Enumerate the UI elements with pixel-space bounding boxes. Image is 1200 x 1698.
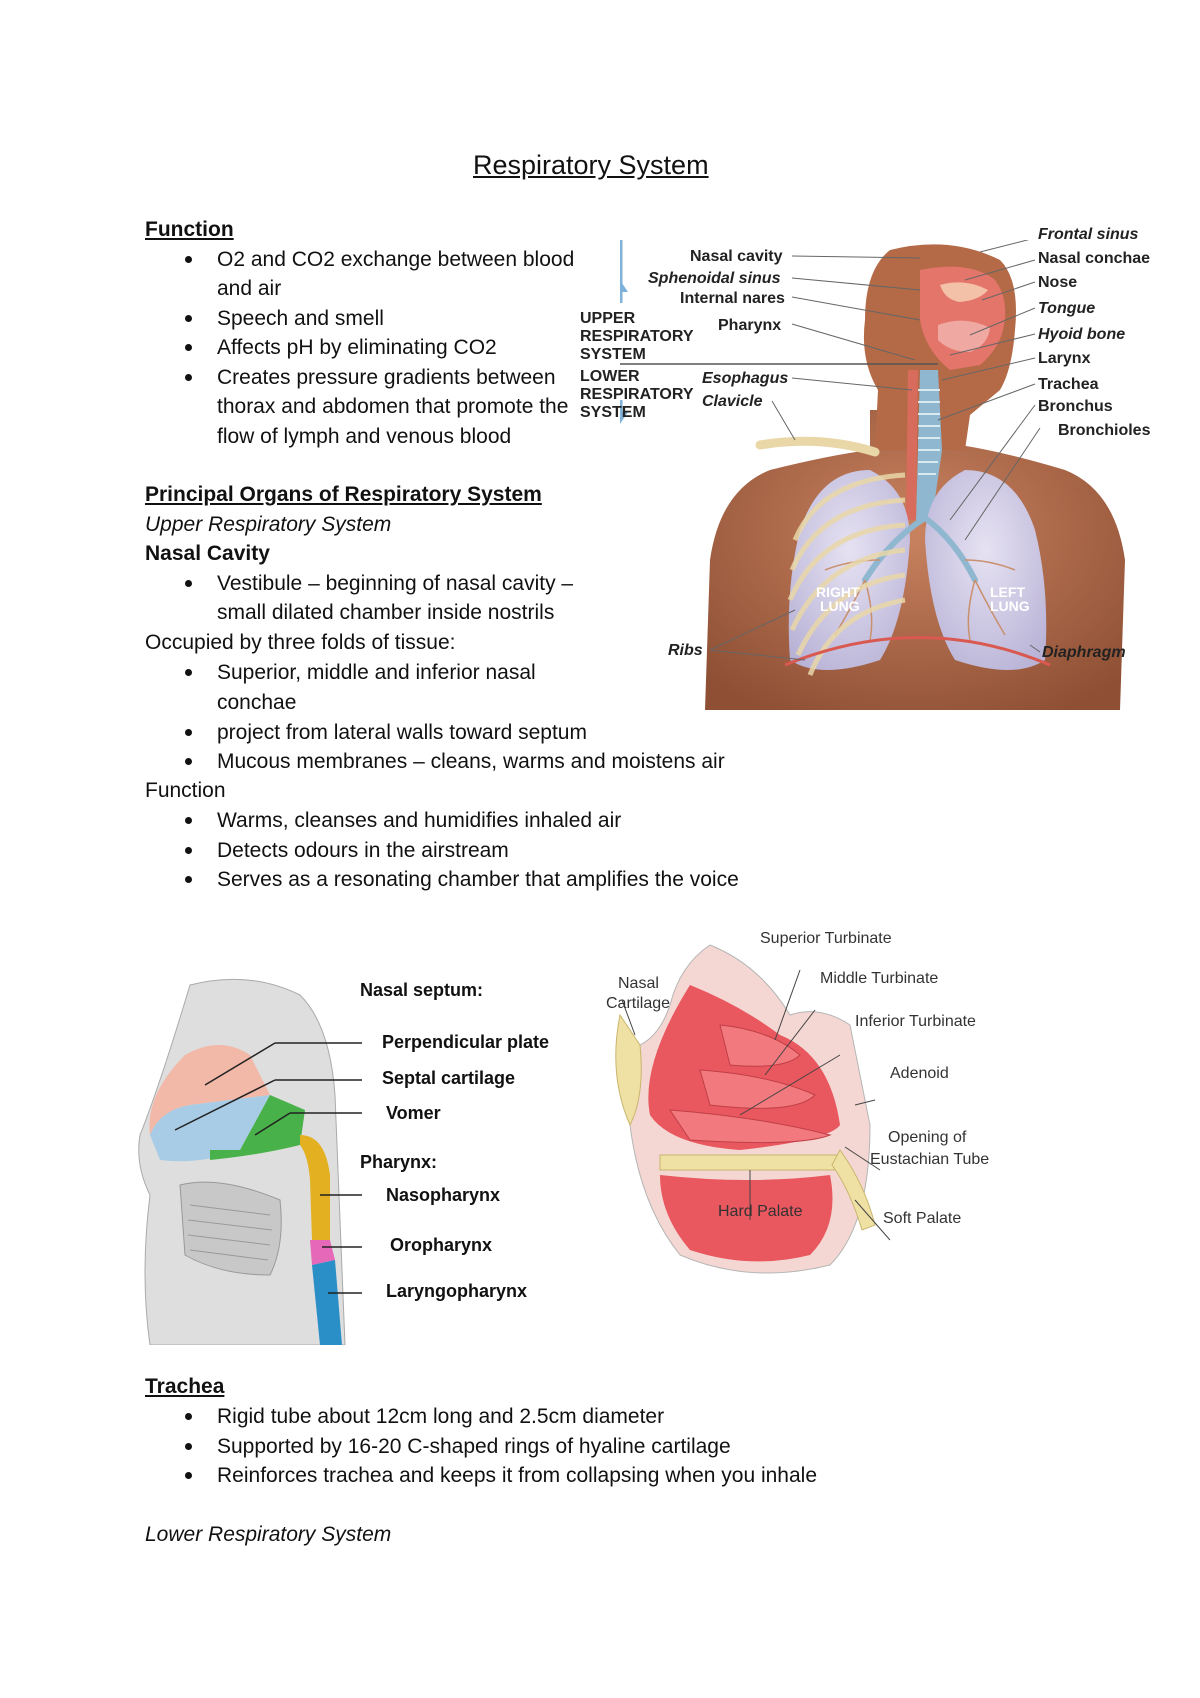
bullet-icon — [185, 315, 192, 322]
trachea-item: Rigid tube about 12cm long and 2.5cm dia… — [217, 1405, 665, 1428]
label-internal-nares: Internal nares — [680, 290, 785, 307]
bullet-icon — [185, 729, 192, 736]
trachea-item: Reinforces trachea and keeps it from col… — [217, 1464, 818, 1487]
function-item-cont: and air — [217, 277, 282, 300]
bullet-icon — [185, 817, 192, 824]
nasal-function-item: Warms, cleanses and humidifies inhaled a… — [217, 809, 622, 832]
turbinates-figure: Superior Turbinate Middle Turbinate Infe… — [600, 925, 1040, 1305]
label-hyoid-bone: Hyoid bone — [1038, 326, 1126, 343]
fold-item: Mucous membranes – cleans, warms and moi… — [217, 750, 725, 773]
label-ribs: Ribs — [668, 642, 703, 659]
label-opening-eustachian-1: Opening of — [888, 1129, 967, 1146]
label-adenoid: Adenoid — [890, 1065, 949, 1082]
fold-item: Superior, middle and inferior nasal — [217, 661, 536, 684]
bullet-icon — [185, 847, 192, 854]
label-clavicle: Clavicle — [702, 393, 763, 410]
fold-item: project from lateral walls toward septum — [217, 721, 587, 744]
label-superior-turbinate: Superior Turbinate — [760, 930, 892, 947]
respiratory-illustration — [620, 240, 1125, 710]
upper-system-label-3: SYSTEM — [580, 346, 646, 363]
nasal-function-label: Function — [145, 779, 226, 802]
lower-system-label-2: RESPIRATORY — [580, 386, 694, 403]
label-sphenoidal-sinus: Sphenoidal sinus — [648, 270, 781, 287]
label-right-lung-1: RIGHT — [816, 584, 860, 600]
label-vomer: Vomer — [386, 1103, 441, 1123]
septum-illustration — [138, 978, 362, 1345]
label-oropharynx: Oropharynx — [390, 1235, 493, 1255]
bullet-icon — [185, 580, 192, 587]
nasal-cavity-heading: Nasal Cavity — [145, 542, 270, 565]
organs-heading: Principal Organs of Respiratory System — [145, 483, 542, 506]
label-nasopharynx: Nasopharynx — [386, 1185, 501, 1205]
bullet-icon — [185, 876, 192, 883]
nasal-function-item: Serves as a resonating chamber that ampl… — [217, 868, 739, 891]
upper-system-label-1: UPPER — [580, 310, 636, 327]
nasal-septum-figure: Nasal septum: Perpendicular plate Septal… — [130, 975, 590, 1345]
bullet-icon — [185, 669, 192, 676]
function-item: Creates pressure gradients between — [217, 366, 556, 389]
label-esophagus: Esophagus — [702, 370, 789, 387]
upper-system-label-2: RESPIRATORY — [580, 328, 694, 345]
label-soft-palate: Soft Palate — [883, 1210, 962, 1227]
turbinates-illustration — [615, 944, 891, 1274]
lower-system-label-3: SYSTEM — [580, 404, 646, 421]
respiratory-system-figure: Nasal cavity Sphenoidal sinus Internal n… — [580, 226, 1200, 720]
label-left-lung-2: LUNG — [990, 598, 1030, 614]
label-pharynx: Pharynx — [718, 317, 782, 334]
bullet-icon — [185, 1472, 192, 1479]
function-item: Speech and smell — [217, 307, 384, 330]
function-item: Affects pH by eliminating CO2 — [217, 336, 497, 359]
label-left-lung-1: LEFT — [990, 584, 1025, 600]
bullet-icon — [185, 344, 192, 351]
label-larynx: Larynx — [1038, 350, 1091, 367]
label-right-lung-2: LUNG — [820, 598, 860, 614]
label-laryngopharynx: Laryngopharynx — [386, 1281, 528, 1301]
label-hard-palate: Hard Palate — [718, 1203, 803, 1220]
label-perpendicular-plate: Perpendicular plate — [382, 1032, 550, 1052]
nasal-function-item: Detects odours in the airstream — [217, 839, 509, 862]
label-nasal-cavity: Nasal cavity — [690, 248, 783, 265]
bullet-icon — [185, 1443, 192, 1450]
bullet-icon — [185, 1413, 192, 1420]
lower-system-heading: Lower Respiratory System — [145, 1523, 392, 1546]
label-opening-eustachian-2: Eustachian Tube — [870, 1151, 990, 1168]
label-nasal-cartilage-2: Cartilage — [606, 995, 671, 1012]
label-inferior-turbinate: Inferior Turbinate — [855, 1013, 976, 1030]
vestibule-item: Vestibule – beginning of nasal cavity – — [217, 572, 574, 595]
label-nose: Nose — [1038, 274, 1078, 291]
bullet-icon — [185, 256, 192, 263]
label-bronchus: Bronchus — [1038, 398, 1113, 415]
bullet-icon — [185, 374, 192, 381]
upper-system-subheading: Upper Respiratory System — [145, 513, 392, 536]
label-septal-cartilage: Septal cartilage — [382, 1068, 516, 1088]
trachea-heading: Trachea — [145, 1375, 225, 1398]
pharynx-heading: Pharynx: — [360, 1152, 438, 1172]
label-middle-turbinate: Middle Turbinate — [820, 970, 939, 987]
septum-heading: Nasal septum: — [360, 980, 484, 1000]
trachea-item: Supported by 16-20 C-shaped rings of hya… — [217, 1435, 731, 1458]
label-nasal-cartilage-1: Nasal — [618, 975, 659, 992]
vestibule-item-cont: small dilated chamber inside nostrils — [217, 601, 555, 624]
label-trachea: Trachea — [1038, 376, 1099, 393]
page-title: Respiratory System — [473, 150, 709, 180]
lower-system-label-1: LOWER — [580, 368, 640, 385]
bullet-icon — [185, 758, 192, 765]
occupied-text: Occupied by three folds of tissue: — [145, 631, 456, 654]
label-diaphragm: Diaphragm — [1042, 644, 1126, 661]
function-heading: Function — [145, 218, 234, 241]
label-nasal-conchae: Nasal conchae — [1038, 250, 1151, 267]
label-tongue: Tongue — [1038, 300, 1096, 317]
label-frontal-sinus: Frontal sinus — [1038, 226, 1139, 243]
function-item-cont: thorax and abdomen that promote the — [217, 395, 569, 418]
fold-item-cont: conchae — [217, 691, 297, 714]
label-bronchioles: Bronchioles — [1058, 422, 1151, 439]
function-item-cont: flow of lymph and venous blood — [217, 425, 512, 448]
function-item: O2 and CO2 exchange between blood — [217, 248, 575, 271]
